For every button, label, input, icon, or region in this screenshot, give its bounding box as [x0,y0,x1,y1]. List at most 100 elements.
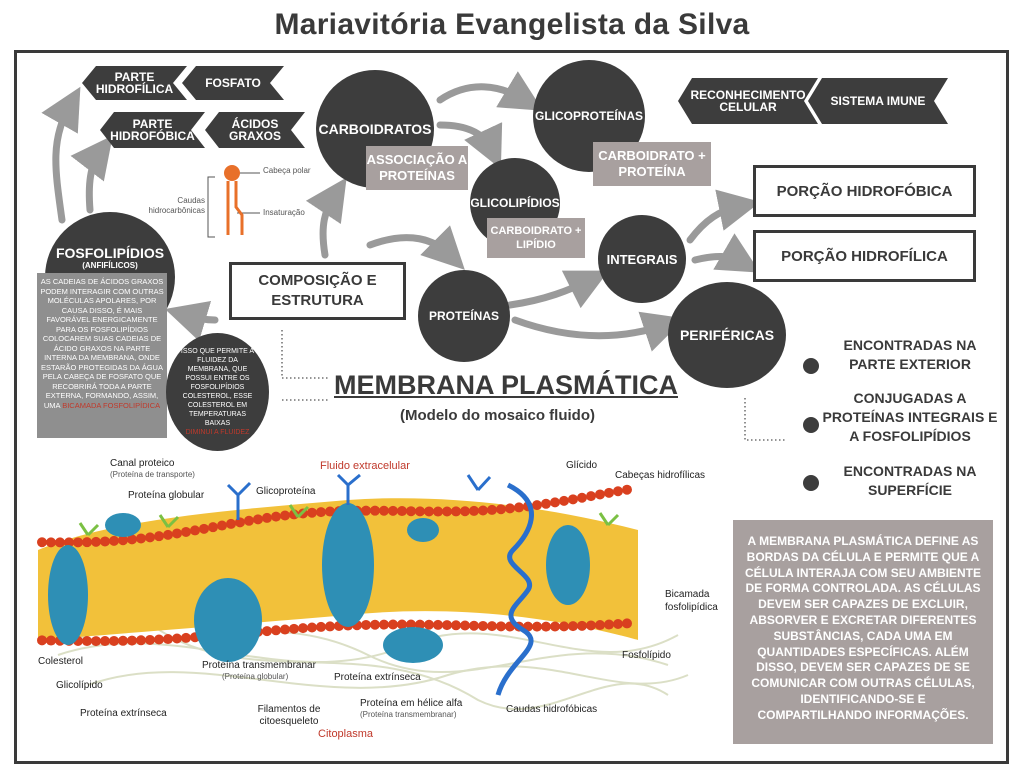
phospholipid-head [361,619,371,630]
phospholipid-head [361,505,371,516]
arrow-comp-proteinas [366,225,465,270]
circle-perifericas: PERIFÉRICAS [668,282,786,388]
phospholipid-head [55,537,65,548]
phospholipid-head [595,620,605,631]
bullet-text-3: ENCONTRADAS NA SUPERFÍCIE [843,463,977,498]
phospholipid-head [109,535,119,546]
fosfolipidios-description-highlight: BICAMADA FOSFOLIPÍDICA [62,400,161,410]
phospholipid-head [172,633,182,644]
bullet-dot-1 [803,358,819,374]
phospholipid-head [82,636,92,647]
label-proteina-extrinseca-1: Proteína extrínseca [80,708,167,719]
phospholipid-head [424,506,434,517]
phospholipid-head [397,619,407,630]
phospholipid-head [262,512,272,523]
phospholipid-head [604,487,614,498]
arrow-fosfo-hidrofilica [41,86,81,224]
phospholipid-head [433,506,443,517]
phospholipid-head [289,623,299,634]
phospholipid-head [478,505,488,516]
membrane-illustration [37,473,689,711]
page-title: Mariavitória Evangelista da Silva [274,8,750,41]
phospholipid-head [442,620,452,631]
label-proteina-globular: Proteína globular [128,490,205,501]
phospholipid-head [478,620,488,631]
phospholipid-head [127,635,137,646]
fosfolipidios-description: AS CADEIAS DE ÁCIDOS GRAXOS PODEM INTERA… [37,273,167,438]
content-frame [14,50,1009,764]
arrow-integ-hidrofilica [691,233,761,273]
arrow-prot-perifericas [511,311,685,352]
phospholipid-head [280,624,290,635]
phospholipid-head [586,491,596,502]
phospholipid-head [307,507,317,518]
phospholipid-head [154,531,164,542]
phospholipid-head [316,507,326,518]
phospholipid-head [604,619,614,630]
phospholipid-head [451,506,461,517]
phospholipid-head [172,528,182,539]
phospholipid-head [145,532,155,543]
fosfolipidios-sublabel: (ANFIFÍLICOS) [82,260,138,270]
label-cabeca-polar: Cabeça polar [263,166,311,175]
label-canal-proteico: Canal proteico [110,458,175,469]
phospholipid-head [550,497,560,508]
phospholipid-head [73,537,83,548]
phospholipid-head [487,621,497,632]
phospholipid-head [559,621,569,632]
arrow-comp-carbo [305,177,347,259]
main-subtitle: (Modelo do mosaico fluido) [400,407,595,424]
arrow-prot-integrais [506,270,609,309]
phospholipid-head [559,495,569,506]
arrow-carbo-glicolip [436,121,503,170]
phospholipid-head [46,537,56,548]
phospholipid-head [163,634,173,645]
phospholipid-head [487,504,497,515]
phospholipid-head [577,620,587,631]
phospholipid-head [118,635,128,646]
tag-acidos-graxos: ÁCIDOS GRAXOS [205,112,305,148]
phospholipid-head [460,620,470,631]
fosfolipidios-label: FOSFOLIPÍDIOS [55,244,165,261]
label-glicido: Glícido [566,460,598,471]
phospholipid-head [271,511,281,522]
phospholipid-head [118,535,128,546]
main-title: MEMBRANA PLASMÁTICA [334,370,678,400]
phospholipid-head [370,505,380,516]
label-canal-proteico-sub: (Proteína de transporte) [110,470,195,479]
phospholipid-head [145,634,155,645]
phospholipid-head [469,505,479,516]
phospholipid-head [424,619,434,630]
phospholipid-head [451,620,461,631]
phospholipid-diagram [207,165,260,238]
arrow-comp-fosfo [164,300,219,342]
label-caudas-hidrofobicas: Caudas hidrofóbicas [506,704,598,715]
bullet-dot-2 [803,417,819,433]
phospholipid-head [208,522,218,533]
box-carboidrato-proteina: CARBOIDRATO + PROTEÍNA [593,142,711,186]
phospholipid-head [514,502,524,513]
phospholipid-head [433,619,443,630]
phospholipid-head [100,536,110,547]
phospholipid-head [253,514,263,525]
label-bicamada: Bicamada fosfolipídica [665,589,718,613]
circle-proteinas: PROTEÍNAS [418,270,510,362]
label-fosfolipido: Fosfolípido [622,650,671,661]
phospholipid-head [415,619,425,630]
phospholipid-head [217,520,227,531]
phospholipid-head [37,537,47,548]
label-glicoproteina: Glicoproteína [256,486,316,497]
phospholipid-head [91,536,101,547]
box-porcao-hidrofobica: PORÇÃO HIDROFÓBICA [753,165,976,217]
label-colesterol: Colesterol [38,656,84,667]
phospholipid-head [505,503,515,514]
phospholipid-head [316,621,326,632]
phospholipid-head [37,635,47,646]
label-proteina-transmembranar-sub: (Proteína globular) [222,672,289,681]
phospholipid-head [496,621,506,632]
phospholipid-head [496,504,506,515]
phospholipid-head [199,523,209,534]
tag-sistema-imune: SISTEMA IMUNE [808,78,948,124]
head-rows [37,484,632,647]
